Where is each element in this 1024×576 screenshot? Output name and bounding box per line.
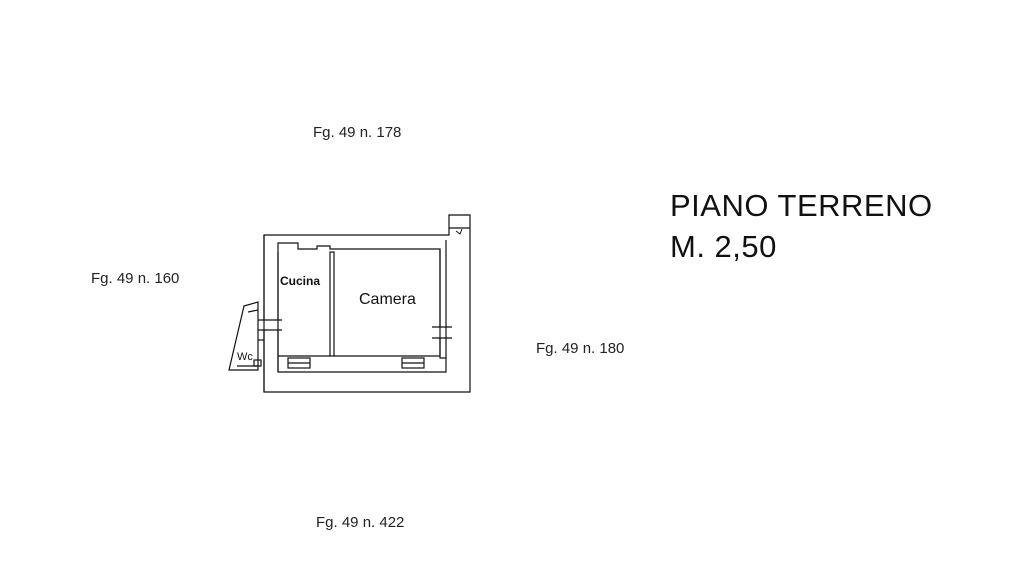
- floor-title: PIANO TERRENO: [670, 188, 933, 223]
- partition-wall: [329, 251, 335, 357]
- wc-fixture: [253, 359, 262, 367]
- parcel-label-west: Fg. 49 n. 160: [91, 270, 180, 287]
- room-label-bedroom: Camera: [359, 291, 416, 308]
- parcel-label-north: Fg. 49 n. 178: [313, 124, 402, 141]
- room-label-kitchen: Cucina: [280, 274, 320, 288]
- room-label-bathroom: Wc: [237, 351, 253, 363]
- shaft-mark: [455, 228, 463, 235]
- wc-annex: [228, 301, 259, 371]
- parcel-label-east: Fg. 49 n. 180: [536, 340, 625, 357]
- parcel-label-south: Fg. 49 n. 422: [316, 514, 405, 531]
- floor-height: M. 2,50: [670, 229, 777, 264]
- inner-wall: [277, 242, 447, 373]
